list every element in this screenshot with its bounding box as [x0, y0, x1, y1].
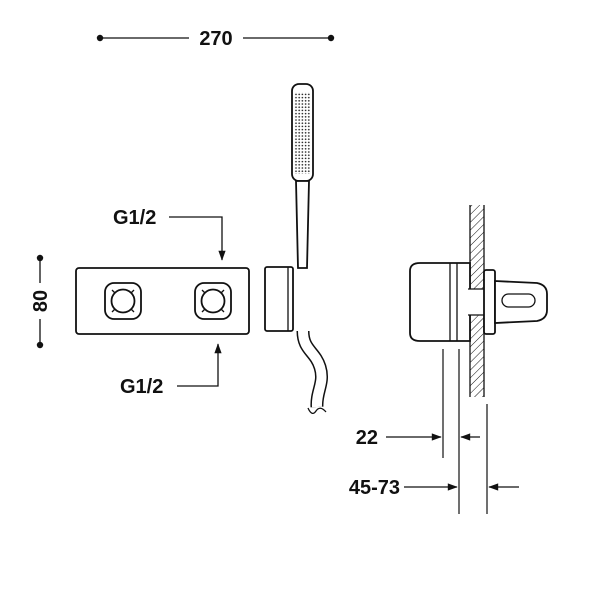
valve-body: [409, 262, 487, 342]
front-plate: [75, 267, 250, 335]
dimension-height: 80: [26, 254, 54, 349]
through-wall-spindle: [468, 289, 487, 315]
handshower: [264, 83, 328, 415]
dim-height-label: 80: [30, 290, 52, 312]
shower-holder: [264, 266, 294, 332]
hose-break-line: [307, 407, 327, 415]
shower-hose: [296, 330, 328, 415]
right-handle: [194, 282, 232, 320]
dimension-width: 270: [96, 25, 335, 51]
spray-face-texture: [294, 92, 311, 174]
inlet-callout-top: G1/2: [113, 207, 226, 261]
dim-width-label: 270: [199, 28, 232, 50]
handle-grip-slot: [501, 293, 536, 308]
dimension-install-depth: 45-73: [349, 404, 519, 514]
inlet-bottom-label: G1/2: [120, 376, 163, 398]
dim-trim-depth-label: 22: [356, 427, 378, 449]
inlet-top-label: G1/2: [113, 207, 156, 229]
dim-install-depth-label: 45-73: [349, 477, 400, 499]
escutcheon: [483, 269, 496, 335]
dimension-trim-depth: 22: [356, 349, 480, 514]
left-handle: [104, 282, 142, 320]
inlet-callout-bottom: G1/2: [120, 343, 222, 398]
handle-side-view: [483, 269, 548, 335]
shower-wand: [291, 83, 314, 269]
